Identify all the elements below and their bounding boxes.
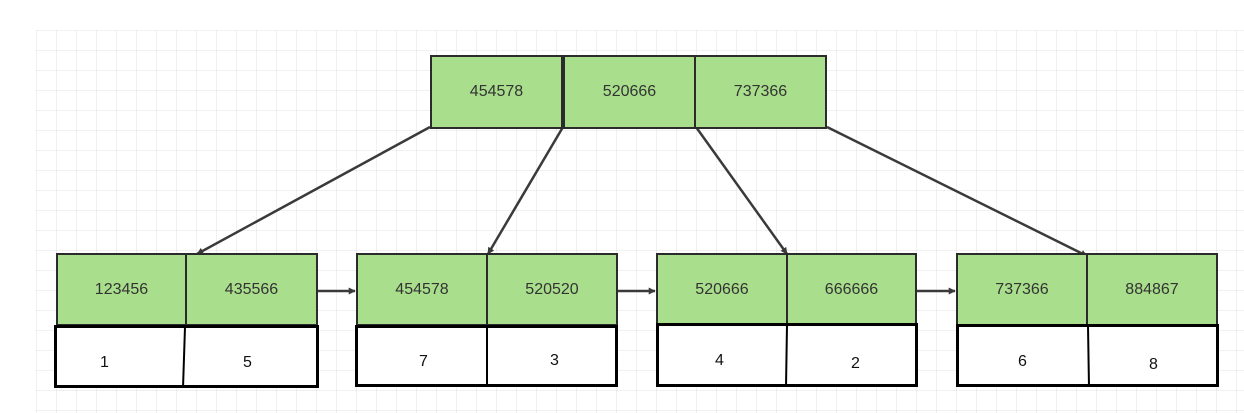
leaf-1-key-1: 123456 [56,253,187,326]
root-key-1: 454578 [430,55,563,129]
leaf-1-value-row: 1 5 [54,325,319,388]
leaf-2-value-divider [486,327,488,387]
leaf-1-value-divider [182,326,186,388]
leaf-1-value-2: 5 [243,354,252,371]
leaf-2-key-2: 520520 [486,253,618,326]
leaf-4-value-row: 6 8 [956,324,1219,387]
leaf-4-value-2: 8 [1149,356,1158,373]
leaf-1-value-1: 1 [100,354,109,371]
leaf-2-value-1: 7 [419,353,428,370]
leaf-4-value-divider [1087,325,1090,387]
root-to-leaf-2-arrow [486,126,565,255]
root-to-leaf-4-arrow [826,125,1088,258]
leaf-3-value-2: 2 [851,355,860,372]
leaf-3-value-1: 4 [715,352,724,369]
root-key-2: 520666 [563,55,696,129]
leaf-2-key-1: 454578 [356,253,488,326]
leaf-3-value-row: 4 2 [656,323,918,387]
leaf-3-key-2: 666666 [786,253,917,326]
leaf-3-key-1: 520666 [656,253,788,326]
root-to-leaf-3-arrow [694,126,789,255]
leaf-4-key-2: 884867 [1086,253,1218,326]
root-to-leaf-1-arrow [196,125,431,256]
leaf-4-key-1: 737366 [956,253,1088,326]
leaf-2-value-row: 7 3 [355,325,618,387]
leaf-2-value-2: 3 [550,352,559,369]
leaf-4-value-1: 6 [1018,353,1027,370]
root-key-3: 737366 [694,55,827,129]
leaf-3-value-divider [785,324,788,387]
leaf-1-key-2: 435566 [185,253,318,326]
